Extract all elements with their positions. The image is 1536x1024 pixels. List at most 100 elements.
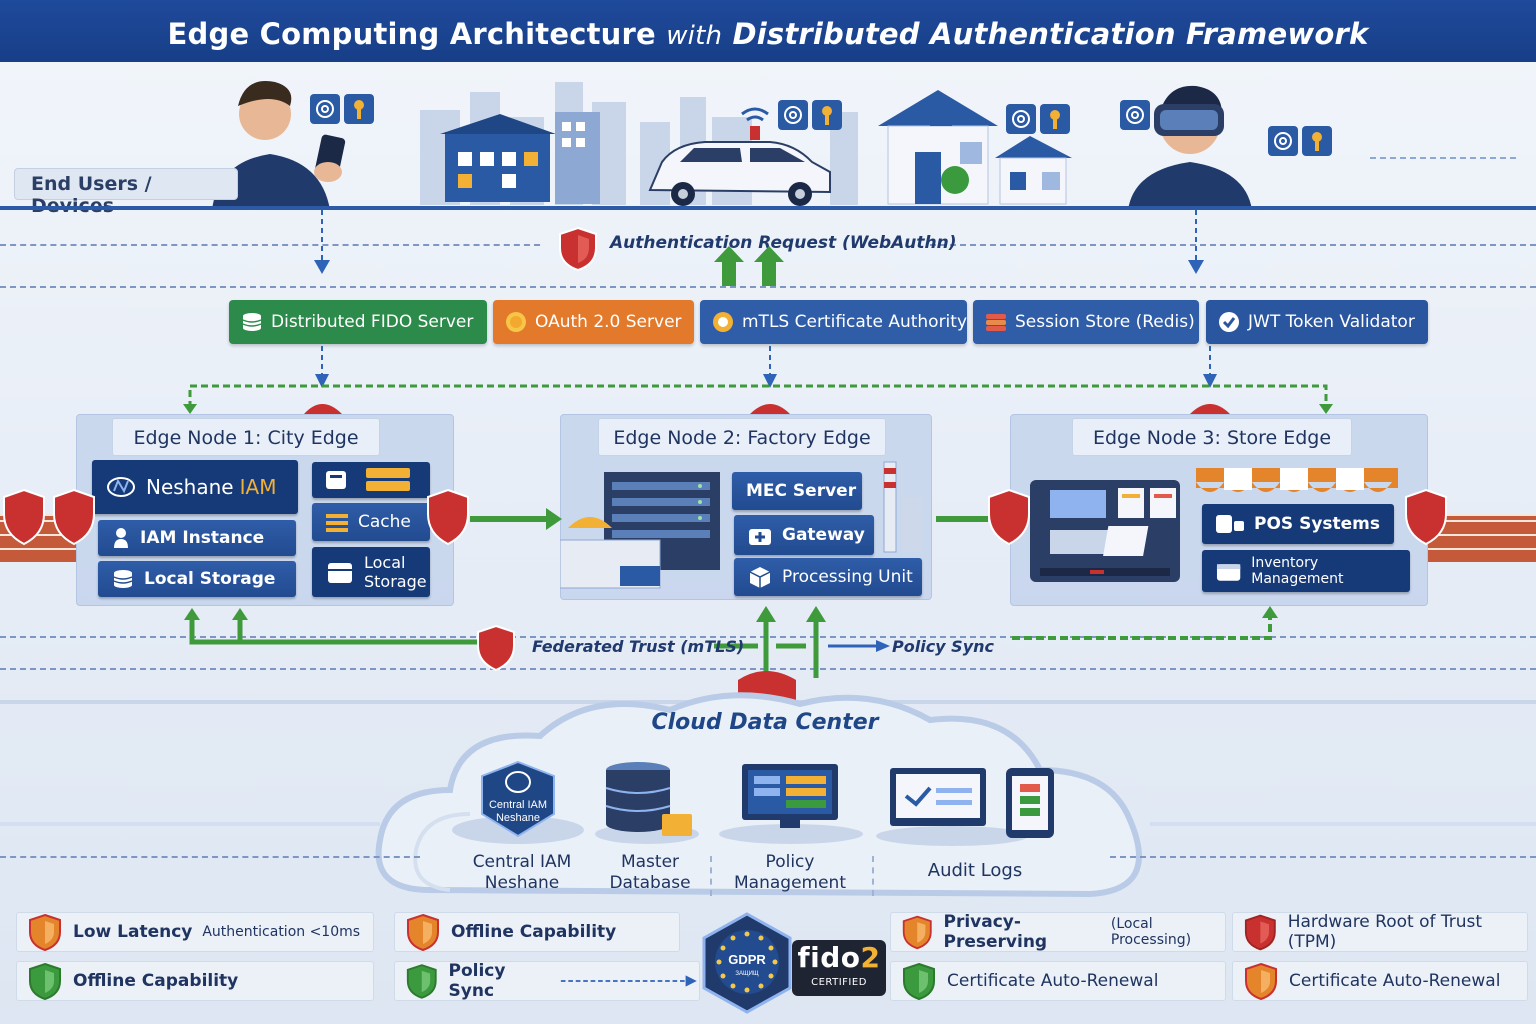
fido-2-text: 2 [860, 941, 881, 974]
fido2-badge: fido2 CERTIFIED [792, 940, 886, 996]
chip-fido-server[interactable]: Distributed FIDO Server [229, 300, 487, 344]
dashed-line [0, 286, 1536, 288]
distribution-lines [183, 346, 1333, 414]
office-building-icon [440, 112, 600, 204]
mec-server-button[interactable]: MEC Server [732, 472, 862, 510]
feature-hardware-root: Hardware Root of Trust (TPM) [1232, 912, 1528, 952]
chip-session-store[interactable]: Session Store (Redis) [973, 300, 1199, 344]
database-icon [113, 570, 133, 588]
check-circle-icon [1219, 312, 1239, 332]
server-stack-icon [326, 471, 346, 489]
inventory-management-label: Inventory Management [1251, 555, 1344, 587]
gdpr-text: GDPR [728, 952, 766, 967]
gateway-button[interactable]: Gateway [734, 515, 874, 555]
feature-cert-renewal-1: Certificate Auto-Renewal [890, 961, 1226, 1001]
cache-label: Cache [358, 512, 411, 532]
chip-oauth-server[interactable]: OAuth 2.0 Server [493, 300, 694, 344]
feature-cert-renewal-2: Certificate Auto-Renewal [1232, 961, 1528, 1001]
master-database-icon [595, 762, 699, 844]
feature-low-latency: Low Latency Authentication <10ms [16, 912, 374, 952]
feature-hardware-root-label: Hardware Root of Trust (TPM) [1287, 912, 1483, 952]
dashed-line [0, 244, 540, 246]
chip-mtls-ca[interactable]: mTLS Certificate Authority [700, 300, 967, 344]
cache-blocks-icon [366, 468, 410, 491]
auth-request-label: Authentication Request (WebAuthn) [610, 233, 957, 253]
local-storage-button[interactable]: Local Storage [98, 561, 296, 597]
dashed-line [1110, 856, 1536, 858]
shield-red-icon [1244, 914, 1276, 951]
cloud-item-master-database: Master Database [594, 852, 706, 894]
feature-cert-renewal-1-label: Certificate Auto-Renewal [947, 971, 1159, 991]
chip-fido-label: Distributed FIDO Server [271, 312, 474, 332]
pos-systems-button[interactable]: POS Systems [1202, 504, 1394, 544]
cloud-item-2-line1: Policy [765, 852, 815, 872]
redis-stack-icon [986, 314, 1006, 331]
audit-logs-icon [876, 768, 1054, 846]
feature-privacy-sub: (Local Processing) [1110, 916, 1192, 948]
coin-icon [506, 312, 526, 332]
shield-green-icon [29, 962, 61, 1000]
store-awning-icon [1196, 468, 1398, 492]
feature-policy-sync: Policy Sync [394, 961, 700, 1001]
user-icon [114, 528, 128, 548]
chip-session-label: Session Store (Redis) [1015, 312, 1195, 332]
shield-green-icon [903, 962, 935, 1000]
shield-icon [559, 226, 597, 272]
cloud-item-1-line2: Database [609, 873, 691, 893]
person-with-phone-icon [212, 81, 346, 210]
policy-management-monitor-icon [719, 764, 863, 844]
cache-button[interactable]: Cache [312, 503, 430, 541]
feature-cert-renewal-2-label: Certificate Auto-Renewal [1289, 971, 1501, 991]
cloud-divider [710, 856, 712, 896]
cloud-item-1-line1: Master [620, 852, 680, 872]
cloud-item-policy-management: Policy Management [722, 852, 858, 894]
firewall-brick-icon [1428, 514, 1536, 562]
cloud-item-3-line1: Audit Logs [927, 860, 1023, 881]
policy-sync-flow-label: Policy Sync [892, 637, 994, 656]
local-storage-label: Local Storage [144, 569, 276, 589]
feature-low-latency-main: Low Latency [73, 922, 193, 942]
edge-node-factory-title: Edge Node 2: Factory Edge [598, 418, 886, 456]
federated-flow-arrows [184, 606, 1278, 700]
shield-green-icon [406, 964, 437, 999]
fido-certified-text: CERTIFIED [811, 977, 867, 988]
title-part1: Edge Computing Architecture [167, 17, 656, 51]
feature-privacy-main: Privacy-Preserving [943, 912, 1048, 952]
feature-offline-capability-2: Offline Capability [394, 912, 680, 952]
storage-box-icon [328, 563, 352, 583]
feature-privacy-preserving: Privacy-Preserving (Local Processing) [890, 912, 1226, 952]
title-with: with [666, 21, 723, 51]
dashed-line [0, 856, 420, 858]
pos-terminal-illustration [1030, 480, 1180, 582]
cloud-divider [872, 856, 874, 896]
list-icon [326, 514, 348, 532]
storage-stack-tile[interactable] [312, 462, 430, 498]
feature-offline-capability-1: Offline Capability [16, 961, 374, 1001]
edge-node-store-title: Edge Node 3: Store Edge [1072, 418, 1352, 456]
cloud-item-central-iam: Central IAM Neshane [458, 852, 586, 894]
processing-unit-button[interactable]: Processing Unit [734, 558, 922, 596]
mec-server-label: MEC Server [746, 481, 857, 501]
feature-policy-sync-label: Policy Sync [448, 961, 506, 1001]
pos-systems-label: POS Systems [1254, 514, 1381, 534]
shield-orange-icon [902, 915, 932, 950]
cloud-item-2-line2: Management [734, 873, 846, 893]
inventory-management-button[interactable]: Inventory Management [1202, 550, 1410, 592]
iam-instance-button[interactable]: IAM Instance [98, 520, 296, 556]
end-users-label: End Users / Devices [14, 168, 238, 217]
gateway-label: Gateway [782, 525, 865, 545]
cloud-item-0-line2: Neshane [484, 873, 560, 893]
shield-orange-icon [407, 913, 439, 951]
end-users-scene [212, 81, 1520, 210]
title-part2: Distributed Authentication Framework [732, 17, 1369, 51]
users-ground-line [0, 206, 1536, 210]
feature-offline-2-label: Offline Capability [451, 922, 617, 942]
chip-jwt-validator[interactable]: JWT Token Validator [1206, 300, 1428, 344]
car-icon [648, 107, 831, 206]
gateway-icon [749, 529, 771, 545]
cloud-item-0-line1: Central IAM [472, 852, 572, 872]
user-request-arrows [314, 210, 1204, 286]
local-storage-2-a: Local [364, 553, 406, 572]
